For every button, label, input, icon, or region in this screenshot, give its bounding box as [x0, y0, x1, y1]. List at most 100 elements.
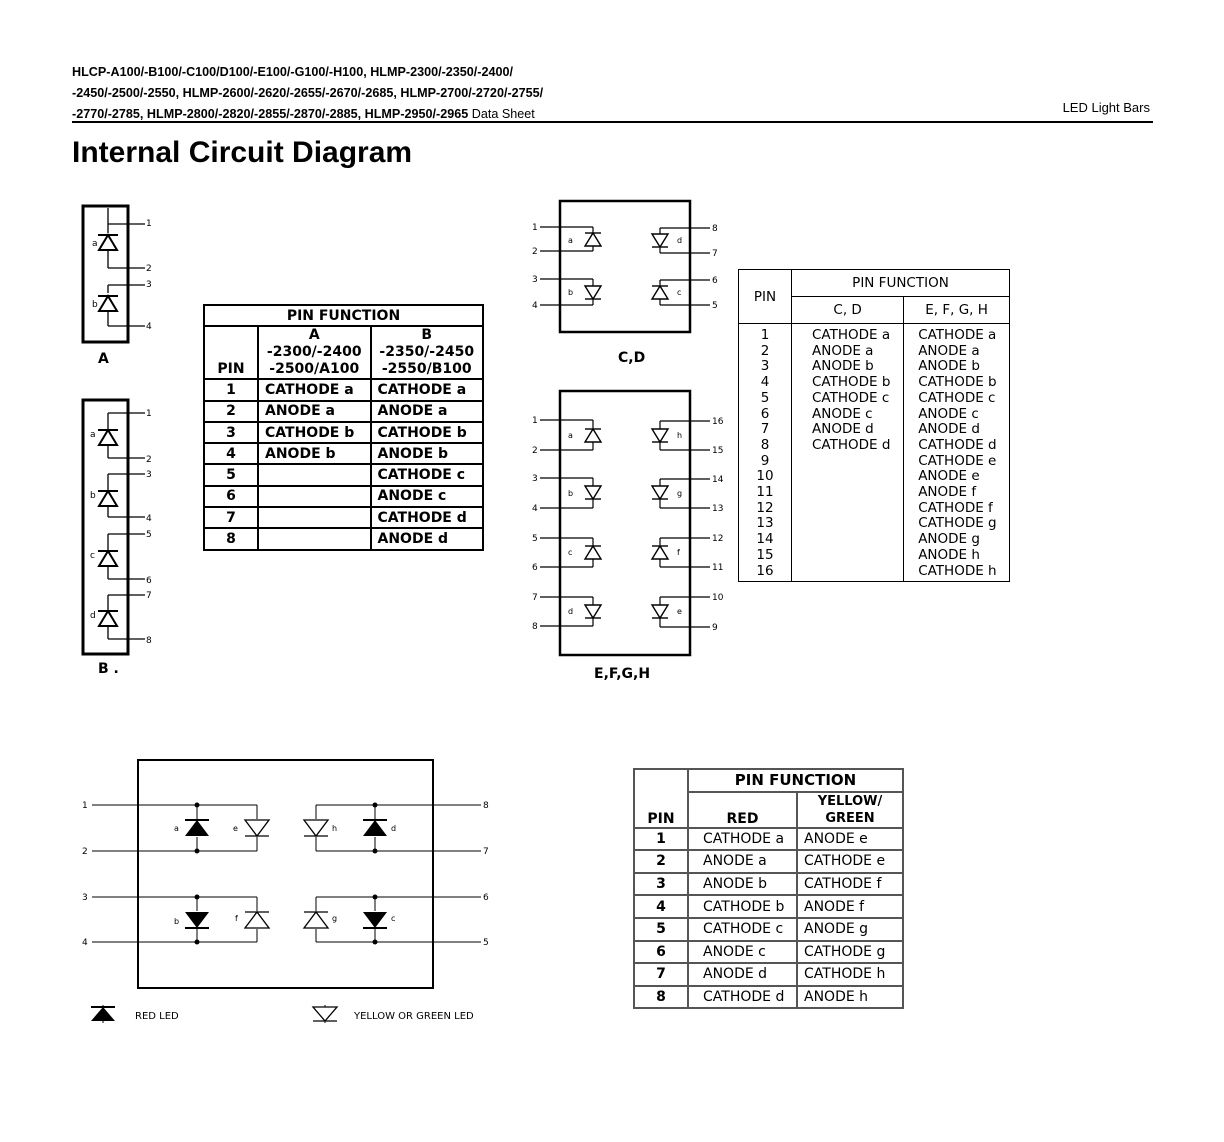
svg-text:a: a [90, 430, 96, 440]
part-numbers-line-2: -2450/-2500/-2550, HLMP-2600/-2620/-2655… [72, 86, 544, 100]
svg-text:g: g [332, 914, 337, 923]
svg-text:6: 6 [146, 576, 152, 586]
svg-text:5: 5 [712, 301, 718, 311]
part-numbers-line-3: -2770/-2785, HLMP-2800/-2820/-2855/-2870… [72, 104, 1153, 125]
svg-text:7: 7 [712, 249, 718, 259]
function-red: ANODE d [687, 962, 798, 987]
svg-text:1: 1 [532, 416, 538, 426]
svg-text:b: b [90, 491, 96, 501]
pin-header: PIN [203, 325, 259, 381]
function-efgh: CATHODE f [918, 499, 993, 516]
pin-function-table-cdefgh: PIN PIN FUNCTION C, D E, F, G, H 1 2 3 4… [738, 269, 1010, 583]
svg-text:3: 3 [532, 275, 538, 285]
function-efgh: ANODE b [918, 358, 980, 375]
col-a-header: A -2300/-2400 -2500/A100 [257, 325, 372, 381]
pin-number: 6 [633, 939, 689, 965]
function-yellow-green: CATHODE h [796, 962, 904, 987]
led-a: a [90, 428, 119, 446]
svg-text:3: 3 [532, 474, 538, 484]
svg-text:4: 4 [532, 301, 538, 311]
header-rule [72, 121, 1153, 123]
datasheet-header: HLCP-A100/-B100/-C100/D100/-E100/-G100/-… [72, 62, 1153, 125]
function-cd: CATHODE c [812, 389, 890, 406]
svg-text:e: e [233, 824, 238, 833]
pin-number: 8 [633, 984, 689, 1010]
pin-number: 3 [760, 358, 770, 375]
svg-text:8: 8 [532, 622, 538, 632]
page-title: Internal Circuit Diagram [72, 136, 413, 169]
col-a-parts-1: -2300/-2400 [266, 344, 362, 361]
led-g: g [302, 910, 337, 929]
pin-number: 13 [756, 515, 774, 532]
svg-text:c: c [391, 914, 395, 923]
function-red: CATHODE b [687, 894, 798, 919]
pin-number: 16 [756, 562, 774, 579]
led-b: b [174, 911, 209, 929]
svg-text:3: 3 [82, 893, 88, 903]
pin-number: 10 [756, 468, 774, 485]
svg-text:d: d [568, 607, 573, 616]
col-a-title: A [308, 327, 320, 344]
led-e: e [233, 819, 271, 838]
svg-text:a: a [92, 239, 98, 249]
function-efgh: CATHODE g [918, 515, 997, 532]
led-f: f [235, 910, 271, 929]
function-cd: ANODE b [812, 358, 874, 375]
led-h: h [302, 819, 337, 838]
table-title: PIN FUNCTION [203, 303, 484, 328]
col-a-parts-2: -2500/A100 [269, 361, 360, 378]
pin-number: 6 [760, 405, 770, 422]
pin-function-table-ab: PIN FUNCTION PIN A -2300/-2400 -2500/A10… [203, 303, 484, 551]
pin-number: 4 [633, 894, 689, 919]
col-yellow-green-header: YELLOW/ GREEN [796, 790, 904, 829]
led-b: b [92, 294, 119, 312]
svg-text:2: 2 [82, 847, 88, 857]
svg-text:d: d [90, 611, 96, 621]
led-g: g [650, 485, 682, 501]
led-d: d [568, 604, 603, 620]
red-led-legend-icon [91, 1005, 115, 1023]
function-cd: CATHODE a [812, 327, 891, 343]
function-a [257, 506, 372, 530]
pin-column: 1 2 3 4 5 6 7 8 9 10 11 12 13 14 15 16 [738, 322, 792, 583]
function-red: CATHODE d [687, 984, 798, 1010]
function-efgh: ANODE h [918, 546, 980, 563]
svg-text:12: 12 [712, 534, 723, 544]
pin-number: 2 [633, 849, 689, 874]
col-b-parts-1: -2350/-2450 [379, 344, 475, 361]
pin-number: 8 [203, 527, 259, 551]
function-red: CATHODE a [687, 826, 798, 852]
svg-text:1: 1 [82, 801, 88, 811]
function-b: ANODE a [369, 399, 484, 423]
led-a: a [174, 819, 209, 837]
function-b: ANODE c [369, 484, 484, 509]
pin-number: 1 [203, 378, 259, 402]
efgh-function-column: CATHODE a ANODE a ANODE b CATHODE b CATH… [903, 322, 1010, 583]
function-cd: CATHODE d [812, 436, 891, 453]
pin-number: 7 [203, 506, 259, 530]
function-efgh: ANODE e [918, 468, 980, 485]
svg-text:2: 2 [146, 455, 152, 465]
function-efgh: CATHODE d [918, 436, 997, 453]
red-led-legend-label: RED LED [135, 1011, 179, 1022]
diagram-a-label: A [98, 351, 109, 367]
function-red: ANODE b [687, 871, 798, 897]
pin-number: 7 [760, 421, 770, 438]
function-red: ANODE c [687, 939, 798, 965]
function-yellow-green: CATHODE g [796, 939, 904, 965]
led-c: c [568, 544, 603, 560]
led-c: c [650, 284, 681, 300]
led-h: h [650, 428, 682, 444]
function-efgh: ANODE c [918, 405, 979, 422]
svg-text:h: h [677, 431, 682, 440]
